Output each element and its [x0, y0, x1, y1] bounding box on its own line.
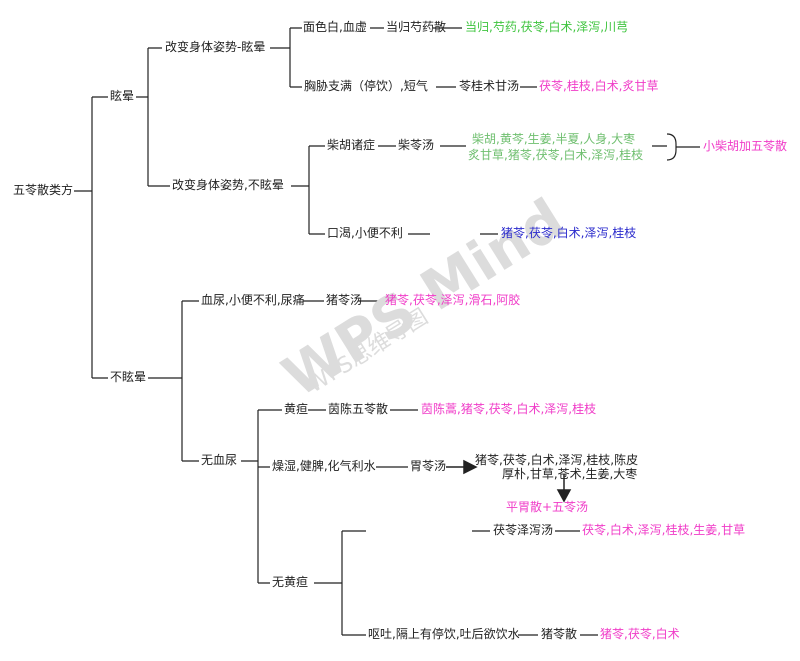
node-chaihu: 柴胡诸症: [327, 138, 376, 152]
arrows: [446, 459, 572, 503]
arrow-pingwei-head: [556, 489, 572, 503]
node-yinchen-herbs: 茵陈蒿,猪苓,茯苓,白术,泽泻,桂枝: [421, 402, 597, 416]
connector-wuxueniao: [241, 409, 282, 584]
connector-wuhuangdan: [314, 530, 366, 636]
node-gaibian-xuanyun: 改变身体姿势-眩晕: [165, 40, 266, 54]
connector-root: [74, 96, 108, 379]
node-wuhuangdan: 无黄疸: [272, 575, 309, 589]
node-xiaochaihu: 小柴胡加五苓散: [703, 139, 788, 153]
node-yinchen: 茵陈五苓散: [328, 402, 389, 416]
connector-xiaochaihu-brace: [652, 133, 700, 161]
node-xiongxie: 胸胁支满（停饮）,短气: [304, 79, 428, 93]
node-huangdan: 黄疸: [284, 402, 309, 416]
node-mianse: 面色白,血虚: [303, 20, 367, 34]
node-kouke-herbs: 猪苓,茯苓,白术,泽泻,桂枝: [501, 226, 637, 240]
node-buxuanyun: 不眩晕: [110, 370, 147, 384]
node-danggui-herbs: 当归,芍药,茯苓,白术,泽泻,川芎: [465, 20, 629, 34]
node-weiling-herbs-1: 猪苓,茯苓,白术,泽泻,桂枝,陈皮: [475, 453, 639, 467]
node-zaoshi: 燥湿,健脾,化气利水: [272, 459, 376, 473]
node-fulingzexie-herbs: 茯苓,白术,泽泻,桂枝,生姜,甘草: [582, 523, 746, 537]
connector-gaibian-buxuan: [291, 145, 325, 235]
node-zhuling-herbs: 猪苓,茯苓,泽泻,滑石,阿胶: [385, 293, 521, 307]
node-chailing: 柴苓汤: [398, 138, 435, 152]
node-weiling: 胃苓汤: [410, 459, 447, 473]
node-pingwei: 平胃散+五苓汤: [506, 500, 589, 514]
node-xueniao: 血尿,小便不利,尿痛: [201, 293, 305, 307]
root-node: 五苓散类方: [13, 183, 74, 197]
node-zhuling2: 猪苓散: [541, 627, 578, 641]
connector-xuanyun: [136, 47, 170, 187]
node-outu: 呕吐,隔上有停饮,吐后欲饮水: [368, 627, 520, 641]
node-zhuling2-herbs: 猪苓,茯苓,白术: [600, 627, 680, 641]
arrow-weiling-head: [463, 459, 478, 475]
node-chailing-herbs-2: 炙甘草,猪苓,茯苓,白术,泽泻,桂枝: [468, 148, 644, 162]
node-fulingzexie: 茯苓泽泻汤: [493, 523, 554, 537]
node-weiling-herbs-2: 厚朴,甘草,苍术,生姜,大枣: [502, 467, 638, 481]
connector-gaibian-xuanyun: [270, 27, 302, 88]
node-linggui: 苓桂术甘汤: [459, 79, 520, 93]
node-danggui: 当归芍药散: [386, 20, 447, 34]
node-linggui-herbs: 茯苓,桂枝,白术,炙甘草: [539, 79, 659, 93]
connector-buxuanyun: [148, 300, 199, 462]
node-zhuling: 猪苓汤: [326, 293, 363, 307]
node-gaibian-buxuan: 改变身体姿势,不眩晕: [172, 178, 284, 192]
node-kouke: 口渴,小便不利: [327, 226, 403, 240]
node-chailing-herbs-1: 柴胡,黄芩,生姜,半夏,人身,大枣: [472, 132, 636, 146]
node-xuanyun: 眩晕: [110, 89, 135, 103]
connector-lines: [74, 27, 700, 636]
node-wuxueniao: 无血尿: [201, 453, 238, 467]
